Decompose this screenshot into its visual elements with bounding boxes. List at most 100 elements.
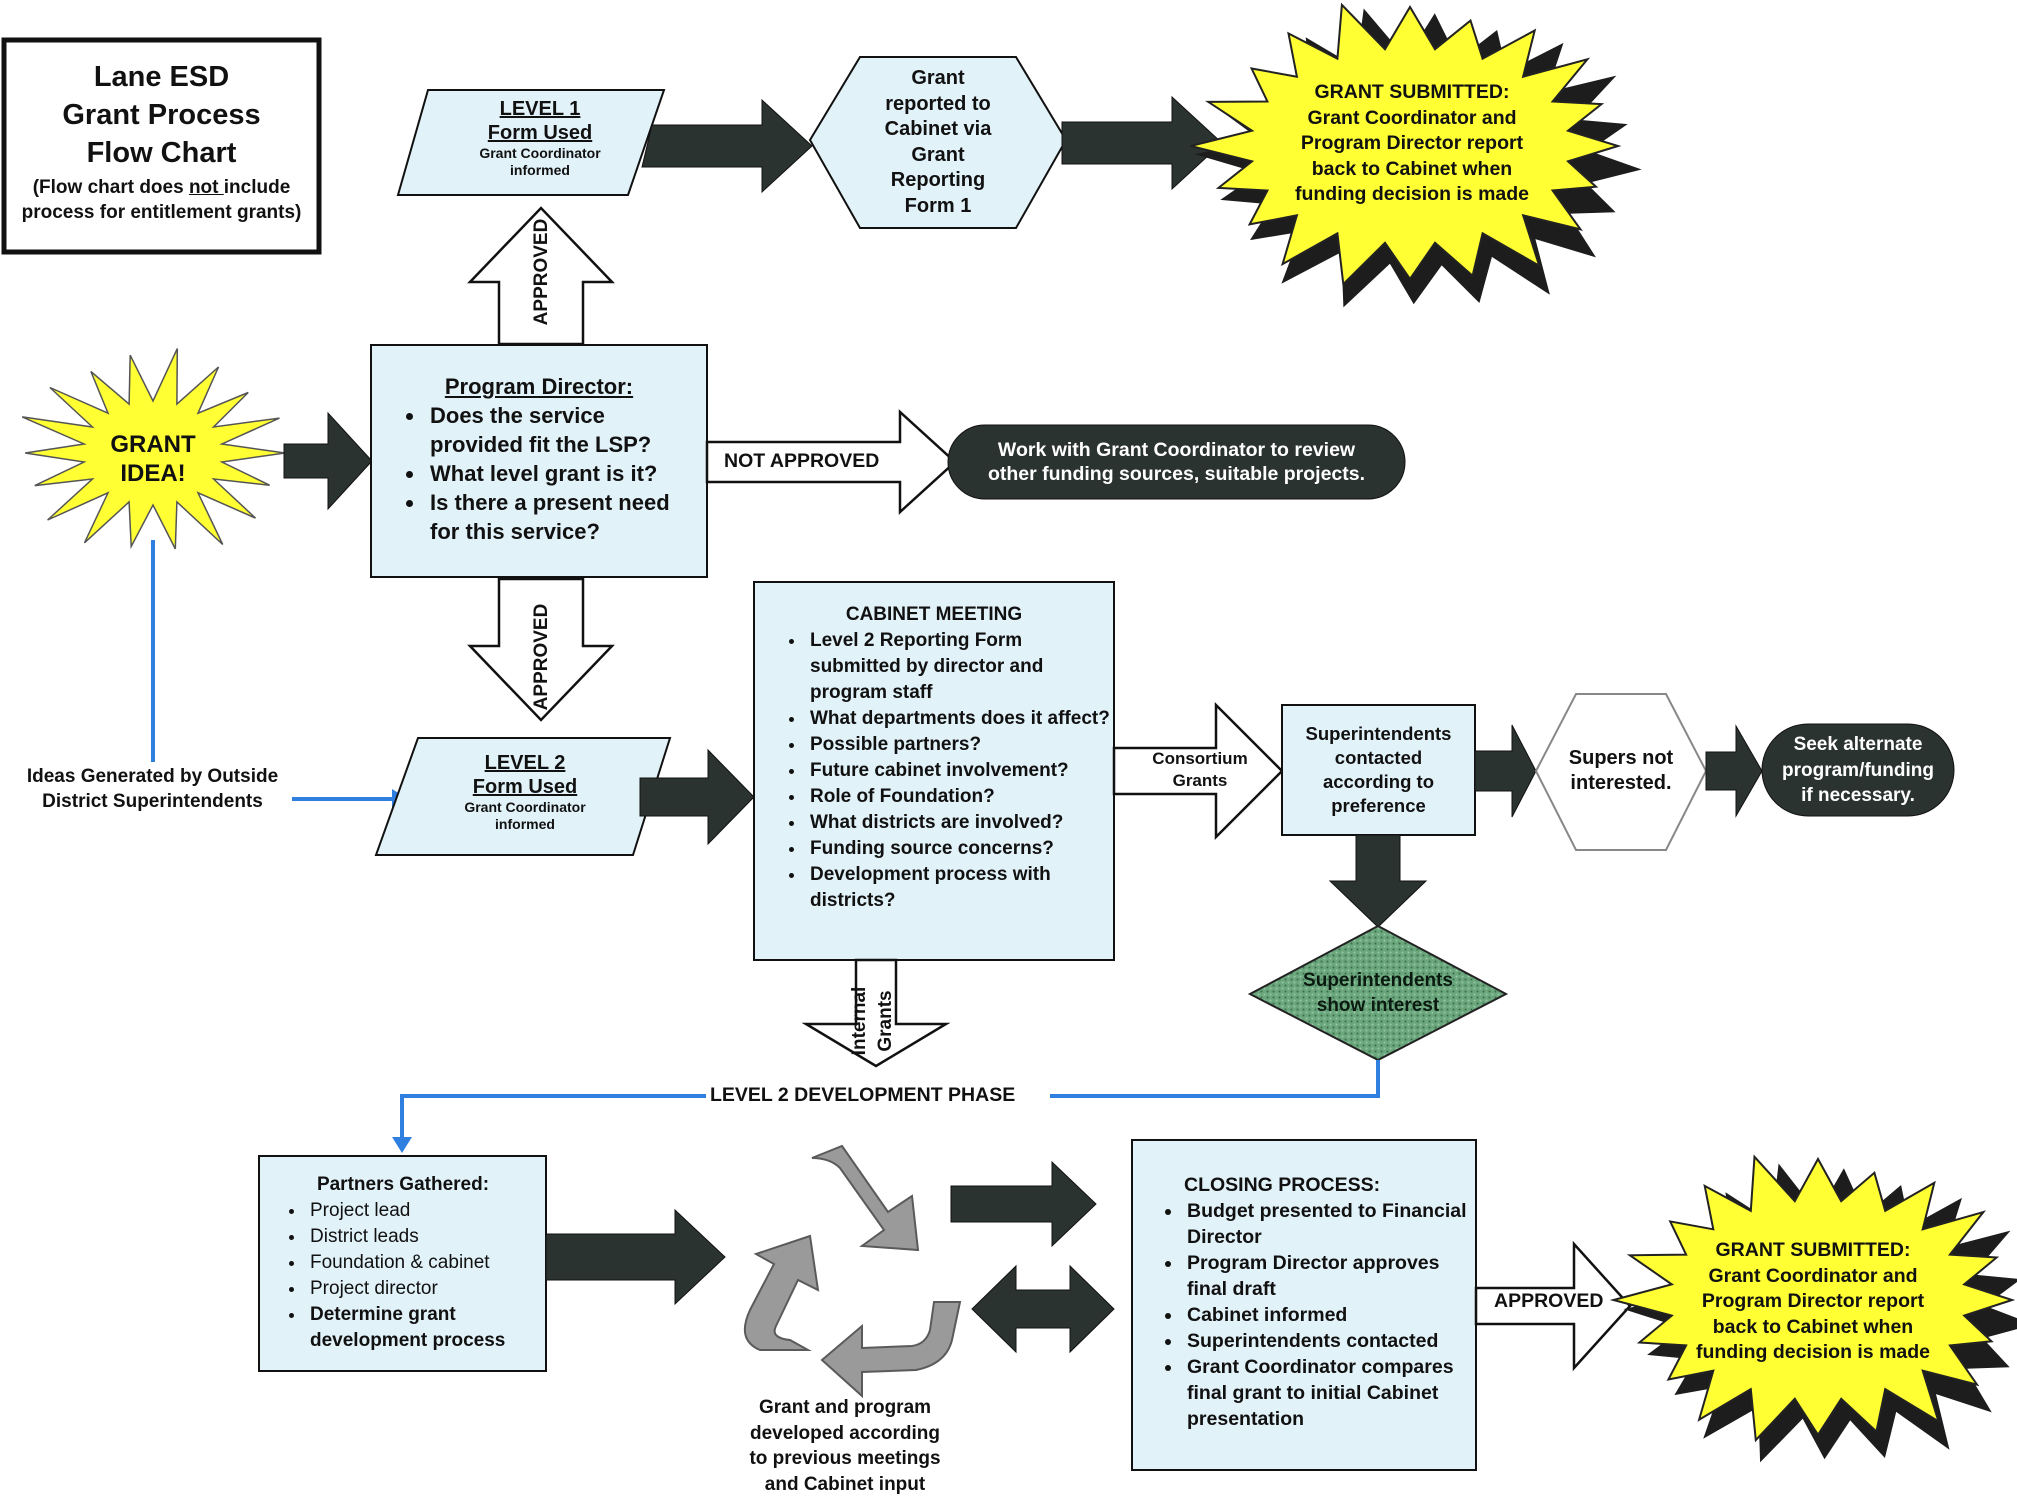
arrow-to-not-interested [1474,724,1537,818]
title-box [1,37,322,255]
cabinet-question: Role of Foundation? [806,784,1110,810]
arrow-to-show-interest [1328,834,1428,928]
closing-item: Cabinet informed [1183,1302,1474,1328]
cabinet-report-text: Grant reported to Cabinet via Grant Repo… [860,66,1016,219]
report-line-2: reported to [885,92,991,115]
not-interested-line-2: interested. [1570,772,1672,794]
submitted-top-starburst [1190,2,1622,287]
seek-line-2: program/funding [1782,759,1934,781]
seek-alternate-text: Seek alternate program/funding if necess… [1762,732,1954,809]
cabinet-question: Level 2 Reporting Form submitted by dire… [806,628,1110,706]
approved-right-arrow [1474,1240,1632,1372]
cabinet-question: Funding source concerns? [806,836,1110,862]
level2-form-used: Form Used [472,775,578,798]
develop-line-4: and Cabinet input [764,1473,926,1495]
cabinet-question: What departments does it affect? [806,706,1110,732]
approved-up-label: APPROVED [531,219,552,326]
outside-ideas-line-2: District Superintendents [42,791,263,812]
recycle-icon [743,1144,962,1399]
submitted-top-line-4: back to Cabinet when [1311,157,1513,180]
grant-idea-line-2: IDEA! [120,460,186,487]
director-question: Does the service provided fit the LSP? [426,401,702,459]
arrow-report-to-submitted [1061,95,1223,191]
report-line-4: Grant [911,143,965,166]
title-line-1: Lane ESD [93,61,230,93]
title-line-2: Grant Process [62,99,261,131]
internal-grants-label-2: Grants [875,990,896,1051]
program-director-text: Program Director: Does the service provi… [376,372,702,546]
partner-item: Project director [306,1276,544,1302]
submitted-top-text: GRANT SUBMITTED: Grant Coordinator and P… [1252,80,1572,208]
level2-title: LEVEL 2 [484,752,566,774]
director-question: What level grant is it? [426,459,702,488]
level2-text: LEVEL 2 Form Used Grant Coordinator info… [420,752,630,832]
level1-form-shape [396,89,666,196]
submitted-bottom-line-4: back to Cabinet when [1712,1315,1914,1338]
title-note-line-2: process for entitlement grants) [21,202,302,223]
report-line-5: Reporting [890,169,986,191]
seek-line-1: Seek alternate [1793,734,1923,755]
develop-line-2: developed according [749,1422,941,1444]
closing-heading: CLOSING PROCESS: [1184,1174,1381,1196]
level2-sub-1: Grant Coordinator [464,799,586,816]
report-line-3: Cabinet via [884,118,992,140]
closing-box-shape [1131,1139,1477,1471]
level2-form-shape [374,737,672,856]
title-note-pre: (Flow chart does [32,177,189,198]
seek-alternate-pill [1761,723,1955,817]
arrow-idea-to-director [283,411,373,511]
partners-heading: Partners Gathered: [316,1174,490,1195]
level1-sub-1: Grant Coordinator [479,145,601,162]
arrow-level2-to-cabinet [639,748,755,846]
arrow-level1-to-report [641,98,813,194]
superintendents-contacted-text: Superintendents contacted according to p… [1282,722,1475,818]
grant-idea-starburst [21,348,286,550]
title-note-not: not [188,177,224,198]
report-line-6: Form 1 [904,194,972,217]
supts-line-3: according to [1322,771,1434,792]
arrow-develop-to-closing [950,1160,1097,1248]
supts-line-4: preference [1331,795,1426,816]
cabinet-question: Development process with districts? [806,862,1110,914]
consortium-line-1: Consortium [1152,749,1248,768]
cabinet-question: What districts are involved? [806,810,1110,836]
title-note: (Flow chart does not include [4,175,319,200]
work-with-coordinator-pill [947,424,1406,500]
level1-sub-2: informed [510,161,570,178]
submitted-bottom-line-5: funding decision is made [1695,1341,1931,1363]
consortium-line-2: Grants [1172,771,1228,790]
level1-title: LEVEL 1 [499,98,581,120]
submitted-bottom-line-1: GRANT SUBMITTED: [1715,1239,1911,1261]
report-line-1: Grant [911,67,965,89]
show-interest-line-2: show interest [1316,995,1440,1016]
approved-down-arrow [467,577,615,722]
consortium-grants-label: Consortium Grants [1140,748,1260,792]
double-arrow-develop-closing [971,1264,1115,1354]
cabinet-meeting-box-shape [753,581,1115,961]
outside-ideas-text: Ideas Generated by Outside District Supe… [0,764,305,814]
internal-grants-label-1: Internal [849,987,870,1056]
submitted-bottom-starburst [1609,1154,2016,1443]
arrow-to-seek-alternate [1705,724,1763,818]
develop-caption: Grant and program developed according to… [722,1395,968,1497]
consortium-grants-arrow [1112,701,1284,841]
not-interested-line-1: Supers not [1568,747,1674,769]
work-with-text: Work with Grant Coordinator to review ot… [950,438,1403,486]
not-approved-arrow [705,409,957,515]
develop-line-1: Grant and program [758,1397,932,1418]
dev-phase-label: LEVEL 2 DEVELOPMENT PHASE [706,1084,1050,1107]
grant-idea-text: GRANT IDEA! [90,430,216,488]
partner-item-bold: Determine grant development process [306,1302,544,1354]
submitted-top-line-1: GRANT SUBMITTED: [1314,81,1510,103]
approved-up-arrow [467,206,615,346]
program-director-heading: Program Director: [444,374,634,399]
supts-line-1: Superintendents [1305,723,1452,744]
closing-item: Program Director approves final draft [1183,1250,1474,1302]
arrow-partners-to-develop [545,1208,726,1306]
partners-box-shape [258,1155,547,1372]
internal-grants-arrow [801,958,951,1068]
closing-text: CLOSING PROCESS: Budget presented to Fin… [1135,1172,1474,1432]
approved-down-label: APPROVED [531,604,552,711]
supers-not-interested-text: Supers not interested. [1546,746,1696,796]
program-director-box-shape [370,344,708,578]
